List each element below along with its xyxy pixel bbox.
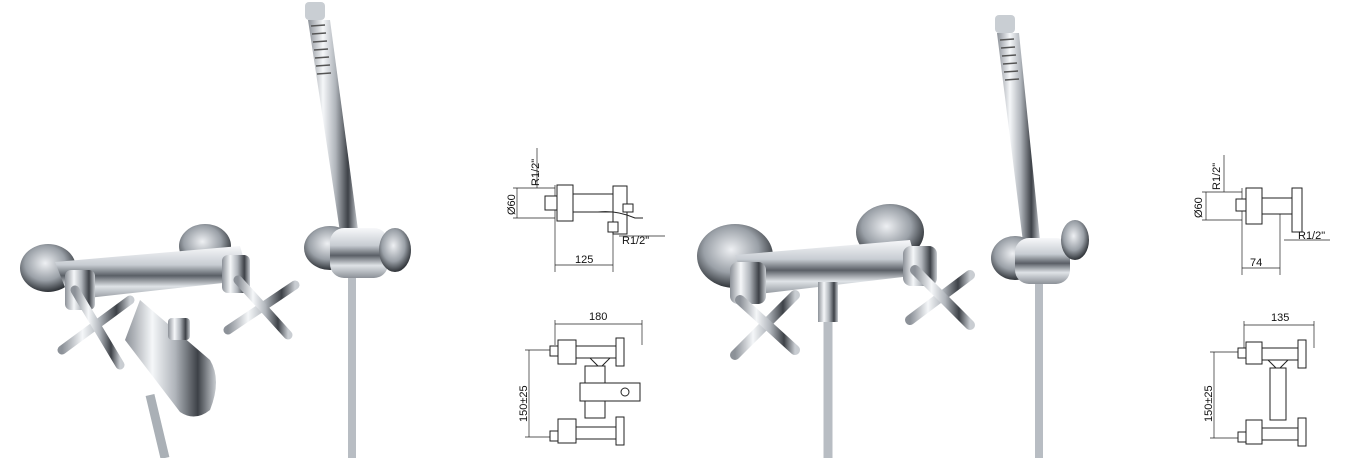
side-view-diameter: Ø60 [1193,197,1205,218]
front-view-width: 180 [589,311,607,323]
shower-mixer-photo [695,0,1115,458]
bath-mixer-technical-drawing: R1/2" Ø60 R1/2" 125 180 150±2 [495,0,695,458]
bath-mixer-photo [0,0,470,458]
side-view-depth: 74 [1250,257,1262,269]
side-view-thread-top: R1/2" [530,159,542,186]
bath-mixer-dimension-diagram: R1/2" Ø60 R1/2" 125 180 150±2 [506,148,665,446]
shower-mixer-dimension-diagram: R1/2" Ø60 R1/2" 74 135 150±25 [1193,155,1330,447]
shower-mixer-technical-drawing: R1/2" Ø60 R1/2" 74 135 150±25 [1180,0,1350,458]
front-view: 135 150±25 [1203,312,1315,447]
side-view-outlet-thread: R1/2" [1298,230,1325,242]
side-view-thread-top: R1/2" [1211,163,1223,190]
side-view: R1/2" Ø60 R1/2" 125 [506,148,665,272]
shower-mixer-icon [697,15,1089,458]
front-view-width: 135 [1271,312,1289,324]
front-view-height: 150±25 [518,385,530,422]
front-view: 180 150±25 [518,311,643,446]
side-view-depth: 125 [575,254,593,266]
bath-mixer-icon [20,2,411,458]
side-view: R1/2" Ø60 R1/2" 74 [1193,155,1330,275]
side-view-outlet-thread: R1/2" [622,235,649,247]
side-view-diameter: Ø60 [506,194,518,215]
front-view-height: 150±25 [1203,385,1215,422]
